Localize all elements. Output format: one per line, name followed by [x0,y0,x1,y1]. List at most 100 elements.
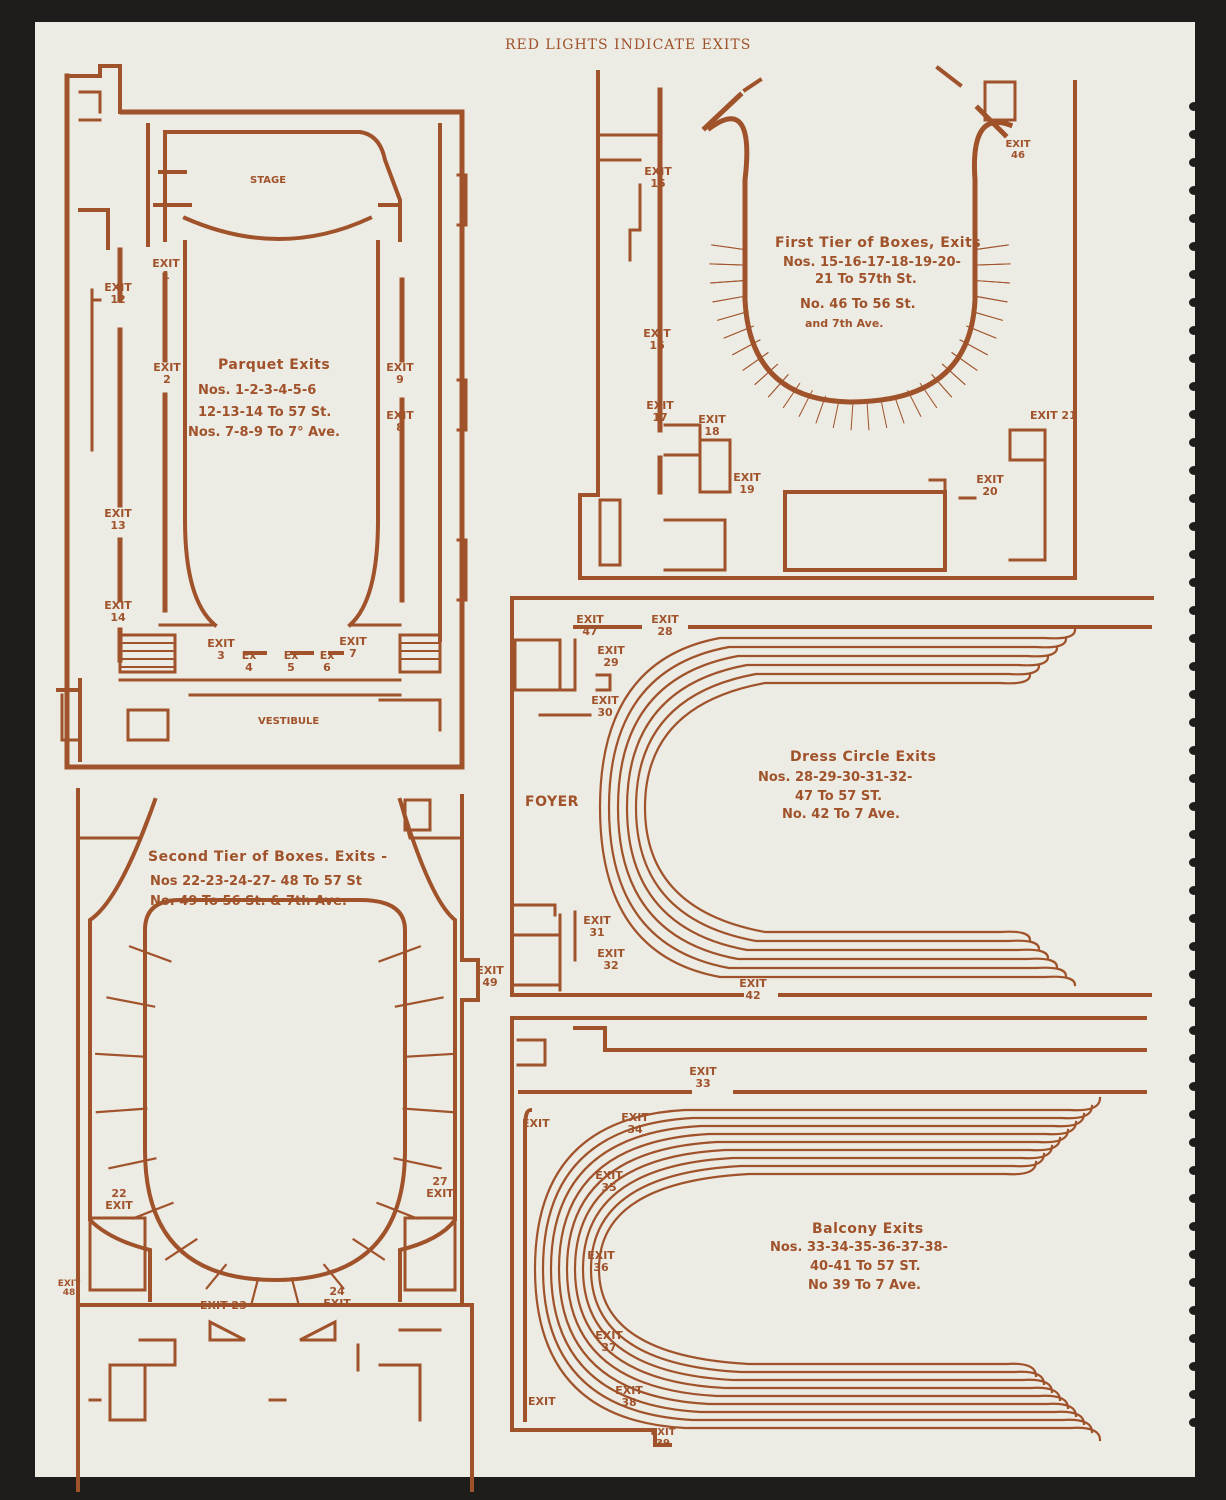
exit-33-label: EXIT 33 [689,1065,717,1090]
seat-marker [941,363,966,386]
first-tier-line: and 7th Ave. [805,317,884,330]
exit-20-label: EXIT 20 [976,473,1004,498]
perforation-hole [1189,1026,1199,1035]
seat-marker [959,339,988,356]
dress-circle-row [598,628,1077,987]
exit-47-label: EXIT 47 [576,613,604,638]
seat-marker [931,373,953,398]
dress-circle-row [607,637,1068,978]
seat-marker [723,325,754,339]
exit-23-label: EXIT 23 [200,1299,247,1312]
second-tier-line: Nos 22-23-24-27- 48 To 57 St [150,874,362,889]
exit-8-label: EXIT 8 [386,409,414,434]
balcony-title: Balcony Exits [812,1221,924,1237]
exit-31-label: EXIT 31 [583,914,611,939]
exit-32-label: EXIT 32 [597,947,625,972]
perforation-hole [1189,522,1199,531]
balcony-line: No 39 To 7 Ave. [808,1278,921,1293]
exit-46-label: EXIT 46 [1005,139,1031,161]
seat-marker [709,280,743,284]
box-partition [402,1052,455,1058]
perforation-hole [1189,1362,1199,1371]
box-partition [106,996,156,1008]
seat-marker [850,401,854,431]
exit-30-label: EXIT 30 [591,694,619,719]
first-tier-line: No. 46 To 56 St. [800,297,916,312]
perforation-hole [1189,494,1199,503]
seat-marker [782,382,801,409]
balcony-row [549,1112,1086,1426]
perforation-hole [1189,382,1199,391]
parquet-line: Nos. 1-2-3-4-5-6 [198,383,317,398]
balcony-row [581,1144,1054,1394]
balcony-row [589,1152,1046,1386]
exit-36-label: EXIT 36 [587,1249,615,1274]
balcony-row [533,1096,1102,1442]
dress-circle-row [643,673,1032,942]
box-partition [322,1263,345,1290]
exit-49-label: EXIT 49 [476,964,504,989]
perforation-hole [1189,270,1199,279]
perforation-hole [1189,550,1199,559]
exit-19-label: EXIT 19 [733,471,761,496]
perforation-hole [1189,214,1199,223]
exit-7-label: EXIT 7 [339,635,367,660]
perforation-hole [1189,690,1199,699]
exit-left-top-label: EXIT [522,1117,550,1130]
parquet-line: Nos. 7-8-9 To 7° Ave. [188,425,340,440]
seat-marker [815,395,827,424]
box-partition [352,1237,386,1261]
perforation-hole [1189,746,1199,755]
exit-29-label: EXIT 29 [597,644,625,669]
balcony-row [541,1104,1094,1434]
seat-marker [732,339,761,356]
seat-marker [798,390,813,417]
perforation-hole [1189,326,1199,335]
balcony-row [573,1136,1062,1402]
balcony-row [557,1120,1078,1418]
parquet-plan [56,64,468,770]
perforation-hole [1189,970,1199,979]
box-partition [402,1107,455,1114]
seat-marker [832,399,840,429]
perforation-hole [1189,1250,1199,1259]
balcony-line: Nos. 33-34-35-36-37-38- [770,1240,948,1255]
perforation-hole [1189,410,1199,419]
exit-42-label: EXIT 42 [739,977,767,1002]
seat-marker [971,310,1004,321]
first-tier-line: Nos. 15-16-17-18-19-20- [783,255,961,270]
perforation-hole [1189,1306,1199,1315]
seat-marker [919,382,938,409]
box-partition [394,996,444,1008]
perforation-hole [1189,354,1199,363]
exit-12-label: EXIT 12 [104,281,132,306]
exit-1-label: EXIT 1 [152,257,180,282]
box-partition [376,1201,419,1220]
first-tier-line: 21 To 57th St. [815,272,917,287]
box-partition [378,945,422,963]
exit-5-label: Ex 5 [283,649,299,674]
exit-37-label: EXIT 37 [595,1329,623,1354]
second-tier-line: No. 49 To 56 St. & 7th Ave. [150,894,347,909]
seat-marker [754,363,779,386]
perforation-hole [1189,1138,1199,1147]
perforation-hole [1189,130,1199,139]
foyer-label: FOYER [525,794,579,810]
dress-circle-row [634,664,1041,951]
balcony-row [597,1160,1038,1378]
seat-marker [711,244,745,250]
perforation-hole [1189,886,1199,895]
perforation-hole [1189,1054,1199,1063]
perforation-hole [1189,662,1199,671]
perforation-hole [1189,102,1199,111]
dress-circle-line: 47 To 57 ST. [795,789,883,804]
perforation-hole [1189,466,1199,475]
exit-22-label: 22 EXIT [105,1187,133,1212]
exit-27-label: 27 EXIT [426,1175,454,1200]
seat-marker [866,401,870,431]
perforation-hole [1189,858,1199,867]
box-partition [290,1276,300,1305]
box-partition [393,1157,442,1170]
seat-marker [742,352,769,371]
exit-38-label: EXIT 38 [615,1384,643,1409]
